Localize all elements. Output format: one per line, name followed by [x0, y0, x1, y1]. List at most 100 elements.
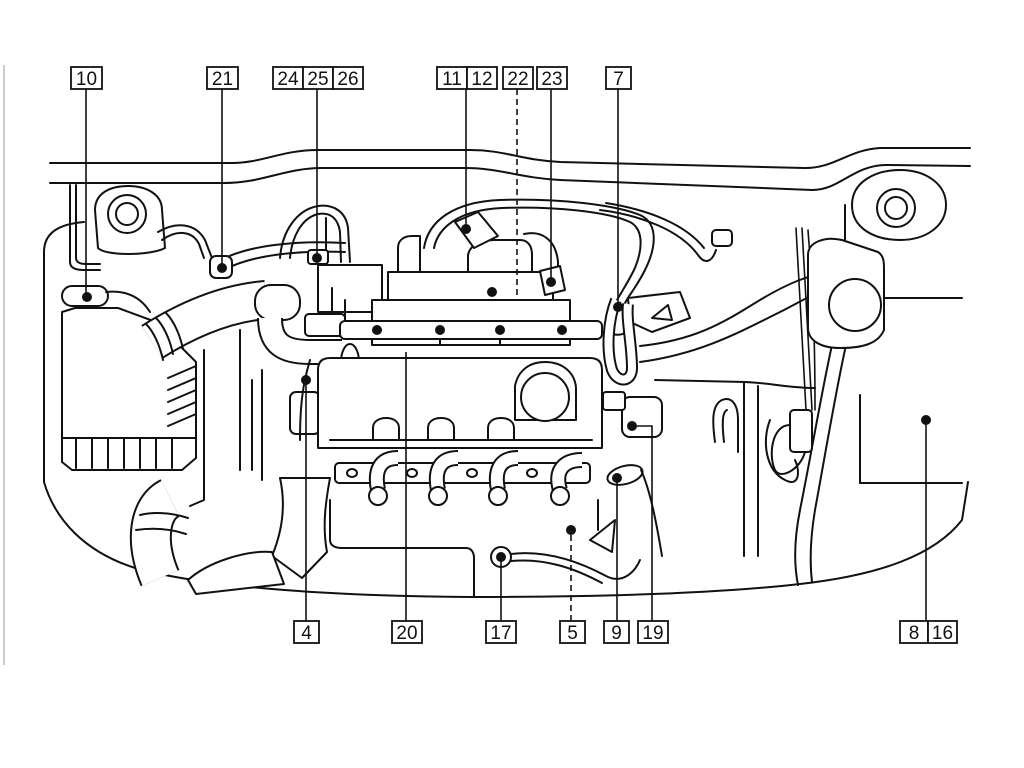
callout-label-24: 24	[277, 69, 299, 90]
callout-17: 17	[485, 620, 517, 644]
intake-port-2	[427, 417, 455, 441]
lower-bracket-triangle	[589, 519, 616, 553]
right-strut-mount-bolt	[884, 196, 908, 220]
callout-dot-21	[217, 263, 227, 273]
oil-filler-cap	[520, 372, 570, 422]
callout-21: 21	[206, 66, 239, 90]
callout-label-12: 12	[471, 69, 492, 90]
callout-label-21: 21	[212, 69, 233, 90]
intake-hose-corrugations	[145, 312, 184, 361]
callout-dot-4	[301, 375, 311, 385]
air-duct-column	[189, 349, 205, 507]
lower-hose-rings	[135, 512, 189, 535]
cowl-top-edge	[49, 147, 971, 169]
tower-wire-inner	[161, 232, 205, 259]
callout-10: 10	[70, 66, 103, 90]
air-filter-diagonal-ribs	[167, 365, 197, 427]
callout-box-9	[603, 620, 630, 644]
engine-side-edges	[251, 359, 311, 481]
callout-box-23	[536, 66, 568, 90]
hose-hook	[712, 398, 739, 453]
callout-19: 19	[637, 620, 669, 644]
reservoir-cap	[828, 278, 882, 332]
engine-mount-funnel	[271, 477, 331, 579]
reservoir-drain-hose	[794, 344, 847, 586]
engine-lower-frame	[329, 499, 475, 597]
callout-box-4	[293, 620, 320, 644]
callout-23: 23	[536, 66, 568, 90]
fuel-injector-dot-1	[372, 325, 382, 335]
spark-plug-boot-1	[368, 486, 388, 506]
left-wire-channel	[69, 184, 101, 271]
callout-dot-23	[546, 277, 556, 287]
connector-19-housing	[621, 396, 663, 438]
runner-hole-1	[346, 468, 358, 478]
callout-24: 24	[272, 66, 304, 90]
runner-hole-3	[466, 468, 478, 478]
callout-label-17: 17	[490, 623, 511, 644]
callout-16: 16	[927, 620, 958, 644]
right-strut-tower	[851, 169, 947, 241]
callout-label-11: 11	[442, 69, 462, 90]
callout-box-22	[502, 66, 534, 90]
callout-dot-19	[627, 421, 637, 431]
plenum-top-ridge	[467, 239, 533, 273]
callout-label-9: 9	[611, 623, 622, 644]
connector-19-tab	[602, 391, 626, 411]
engine-assembly	[209, 211, 663, 597]
callout-box-5	[559, 620, 586, 644]
fuel-injector-dot-4	[557, 325, 567, 335]
callout-box-19	[637, 620, 669, 644]
callout-label-26: 26	[337, 69, 358, 90]
callout-box-20	[391, 620, 423, 644]
callout-dot-5	[566, 525, 576, 535]
callout-box-10	[70, 66, 103, 90]
harness-wire-lower	[227, 250, 346, 269]
callout-12: 12	[466, 66, 498, 90]
callout-label-22: 22	[507, 69, 528, 90]
sensor-17-wire-inner	[510, 559, 603, 584]
vacuum-line-inner	[605, 202, 705, 249]
callout-dot-11-12	[461, 224, 471, 234]
inlet-connector-hose	[105, 290, 151, 313]
fuel-rail	[339, 320, 603, 340]
callout-8: 8	[899, 620, 929, 644]
spark-plug-boot-4	[550, 486, 570, 506]
sensor-17-wire	[510, 552, 641, 580]
plenum-top-bump	[397, 235, 421, 273]
callout-dot-22	[487, 287, 497, 297]
ignition-lead-3-fill	[490, 452, 519, 492]
callout-25: 25	[302, 66, 334, 90]
hose-bracket-notch	[651, 304, 673, 321]
intake-port-1	[372, 417, 400, 441]
intake-hose-fill	[142, 282, 268, 358]
callout-label-16: 16	[932, 623, 953, 644]
bottom-callouts: 4 20 17 5 9 19 8 16	[293, 620, 958, 644]
long-hose-outer	[423, 198, 655, 306]
callout-9: 9	[603, 620, 630, 644]
sensor-9-body	[606, 464, 644, 486]
wire-connector-right	[789, 409, 813, 453]
runner-hole-2	[406, 468, 418, 478]
intake-port-3	[487, 417, 515, 441]
harness-wire-upper	[224, 241, 346, 259]
leader-lines	[85, 89, 927, 621]
callout-box-16	[927, 620, 958, 644]
fuel-injector-dot-2	[435, 325, 445, 335]
callout-11: 11	[436, 66, 468, 90]
intake-elbow	[254, 284, 301, 321]
throttle-pipe-fill	[259, 317, 342, 363]
sensor-23-wire	[523, 232, 559, 277]
callout-label-5: 5	[567, 623, 578, 644]
callout-box-26	[332, 66, 364, 90]
callout-label-7: 7	[613, 69, 624, 90]
ignition-lead-4-fill	[552, 454, 583, 492]
callout-dot-8-16	[921, 415, 931, 425]
callout-22: 22	[502, 66, 534, 90]
intake-plenum-lid	[387, 271, 554, 301]
callout-5: 5	[559, 620, 586, 644]
subframe-wedge	[187, 550, 285, 595]
callout-dots	[82, 224, 931, 562]
callout-label-8: 8	[909, 623, 920, 644]
